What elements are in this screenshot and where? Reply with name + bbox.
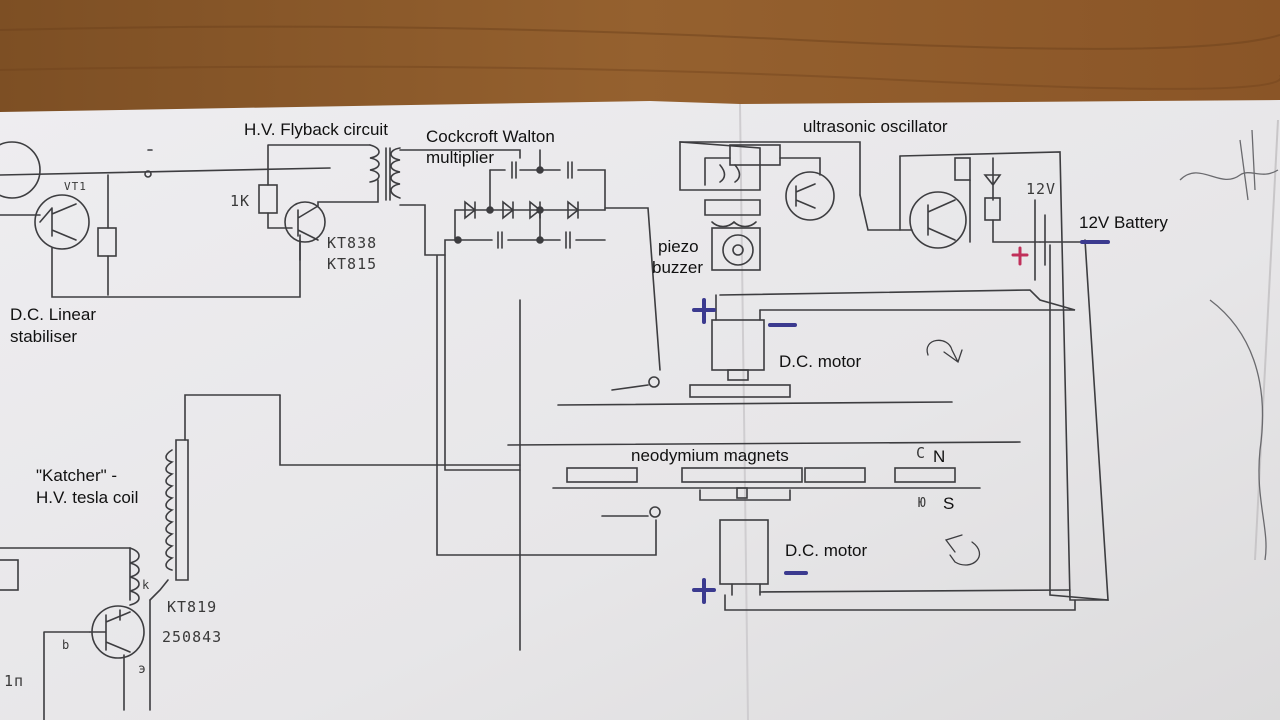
battery-label: 12V Battery bbox=[1079, 213, 1168, 232]
linear-stabiliser-label: D.C. Linear bbox=[10, 305, 96, 324]
pin-e-note: э bbox=[138, 662, 147, 677]
multiplier-label: multiplier bbox=[426, 148, 495, 167]
bottom-left-note: 1п bbox=[4, 672, 25, 690]
pole-s-mark: Ю bbox=[918, 496, 927, 511]
stabiliser-transistor-note: VT1 bbox=[64, 180, 87, 193]
piezo-label: piezo bbox=[658, 237, 699, 256]
buzzer-label: buzzer bbox=[652, 258, 704, 277]
flyback-label: H.V. Flyback circuit bbox=[244, 120, 388, 139]
pole-n-label: N bbox=[933, 447, 946, 466]
top-motor-label: D.C. motor bbox=[779, 352, 862, 371]
katcher-label: "Katcher" - bbox=[36, 466, 118, 485]
bottom-motor-label: D.C. motor bbox=[785, 541, 868, 560]
tesla-coil-label: H.V. tesla coil bbox=[36, 488, 139, 507]
pole-s-label: S bbox=[943, 494, 955, 513]
pole-n-mark: C bbox=[916, 444, 927, 462]
neodymium-magnets-label: neodymium magnets bbox=[631, 446, 789, 465]
flyback-transistor-note-1: KT838 bbox=[327, 234, 378, 252]
ultrasonic-oscillator-label: ultrasonic oscillator bbox=[803, 117, 948, 136]
stabiliser-label: stabiliser bbox=[10, 327, 78, 346]
katcher-transistor-note-2: 250843 bbox=[162, 628, 223, 646]
katcher-transistor-note-1: KT819 bbox=[167, 598, 218, 616]
pin-k-note: k bbox=[142, 578, 151, 592]
resistor-1k-note: 1K bbox=[230, 192, 251, 210]
battery-voltage-note: 12V bbox=[1026, 180, 1057, 198]
pin-b-note: b bbox=[62, 638, 71, 652]
cockcroft-walton-label: Cockcroft Walton bbox=[426, 127, 555, 146]
flyback-transistor-note-2: KT815 bbox=[327, 255, 378, 273]
